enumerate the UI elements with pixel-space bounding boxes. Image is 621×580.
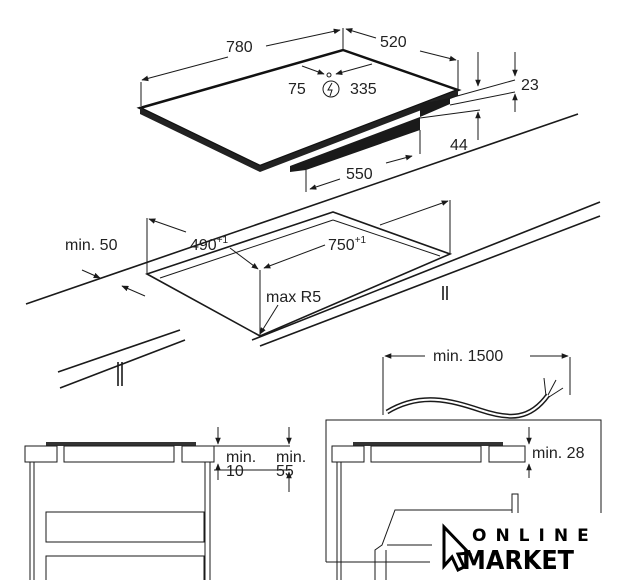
min-label-2: min. (276, 449, 306, 466)
online-market-logo: ONLINE MARKET (432, 513, 621, 580)
cable-1500-label: min. 1500 (433, 348, 503, 365)
hob-dimension-lines (140, 28, 518, 192)
depth-520-label: 520 (380, 34, 407, 51)
connection-75-label: 75 (288, 81, 306, 98)
max-r5-label: max R5 (266, 289, 321, 306)
connection-335-label: 335 (350, 81, 377, 98)
min-label-1: min. (226, 449, 256, 466)
logo-line2: MARKET (462, 546, 574, 576)
cutout-750-label: 750+1 (328, 235, 367, 254)
countertop-drawing (25, 113, 601, 389)
gap-10-label: 10 (226, 463, 244, 480)
drawer-section-drawing (24, 427, 292, 580)
power-cable-drawing (382, 353, 571, 419)
hob-drawing (136, 48, 462, 172)
height-44-label: 44 (450, 137, 468, 154)
thickness-23-label: 23 (521, 77, 539, 94)
gap-55-label: 55 (276, 463, 294, 480)
logo-line1: ONLINE (472, 526, 598, 546)
lightning-in-circle-icon (322, 80, 340, 98)
min-28-label: min. 28 (532, 445, 585, 462)
min-50-label: min. 50 (65, 237, 118, 254)
cutout-490-label: 490+1 (190, 235, 229, 254)
body-550-label: 550 (346, 166, 373, 183)
width-780-label: 780 (226, 39, 253, 56)
